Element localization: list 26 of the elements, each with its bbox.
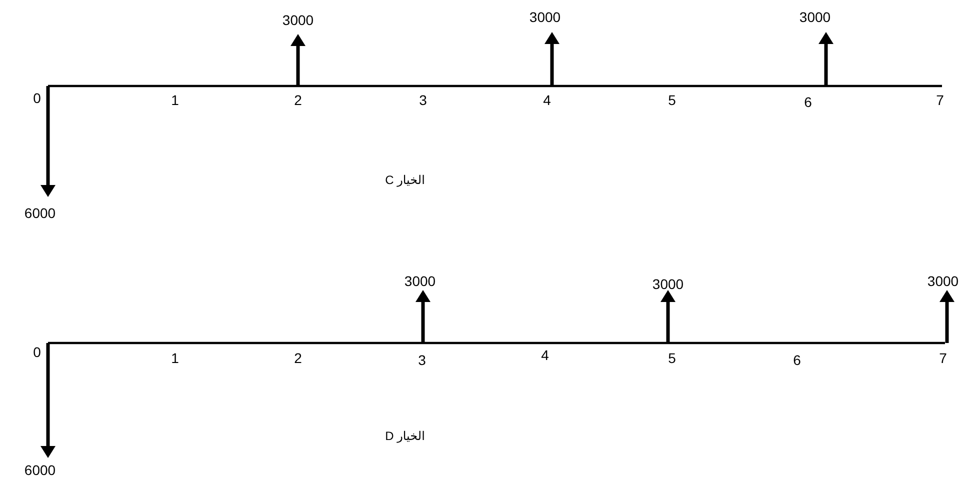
period-label: 6 bbox=[804, 95, 812, 109]
amount-label: 6000 bbox=[24, 206, 56, 220]
period-label: 7 bbox=[936, 93, 944, 107]
option-label: الخيار D bbox=[385, 430, 425, 442]
amount-label: 3000 bbox=[652, 277, 684, 291]
period-label: 1 bbox=[171, 93, 179, 107]
period-label: 3 bbox=[418, 353, 426, 367]
period-label: 5 bbox=[668, 93, 676, 107]
amount-label: 3000 bbox=[404, 274, 436, 288]
amount-label: 3000 bbox=[799, 10, 831, 24]
period-label: 4 bbox=[541, 348, 549, 362]
period-label: 3 bbox=[419, 93, 427, 107]
amount-label: 3000 bbox=[529, 10, 561, 24]
amount-label: 6000 bbox=[24, 463, 56, 477]
period-label: 5 bbox=[668, 351, 676, 365]
period-label: 2 bbox=[294, 93, 302, 107]
period-label: 7 bbox=[939, 351, 947, 365]
period-label: 6 bbox=[793, 353, 801, 367]
period-label: 1 bbox=[171, 351, 179, 365]
period-label: 2 bbox=[294, 351, 302, 365]
amount-label: 3000 bbox=[927, 274, 959, 288]
option-label: الخيار C bbox=[385, 174, 425, 186]
amount-label: 3000 bbox=[282, 13, 314, 27]
period-label: 0 bbox=[33, 91, 41, 105]
period-label: 4 bbox=[543, 93, 551, 107]
period-label: 0 bbox=[33, 345, 41, 359]
